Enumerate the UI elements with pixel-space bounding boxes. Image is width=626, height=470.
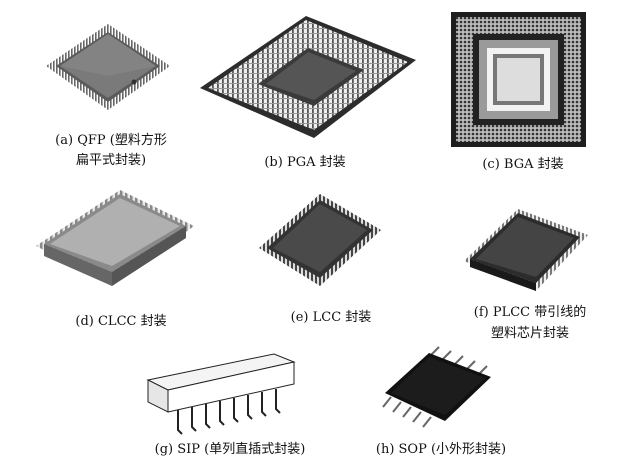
sop-caption: (h) SOP (小外形封装) (375, 442, 507, 457)
qfp-package-image (38, 18, 178, 118)
clcc-package-image (30, 186, 200, 301)
plcc-caption-line2: 塑料芯片封装 (490, 326, 569, 341)
lcc-caption: (e) LCC 封装 (290, 310, 372, 325)
bga-package-image (451, 12, 586, 147)
sip-caption: (g) SIP (单列直插式封装) (154, 442, 306, 457)
qfp-caption-line1: (a) QFP (塑料方形 (55, 133, 167, 148)
pga-package-image (196, 10, 421, 145)
bga-caption: (c) BGA 封装 (482, 157, 564, 172)
sip-package-image (138, 350, 298, 438)
qfp-caption-line2: 扁平式封装) (75, 153, 147, 168)
sop-package-image (375, 345, 500, 430)
clcc-caption: (d) CLCC 封装 (75, 314, 167, 329)
plcc-caption-line1: (f) PLCC 带引线的 (473, 305, 587, 320)
plcc-package-image (458, 205, 593, 295)
pga-caption: (b) PGA 封装 (264, 155, 346, 170)
lcc-package-image (255, 190, 385, 290)
